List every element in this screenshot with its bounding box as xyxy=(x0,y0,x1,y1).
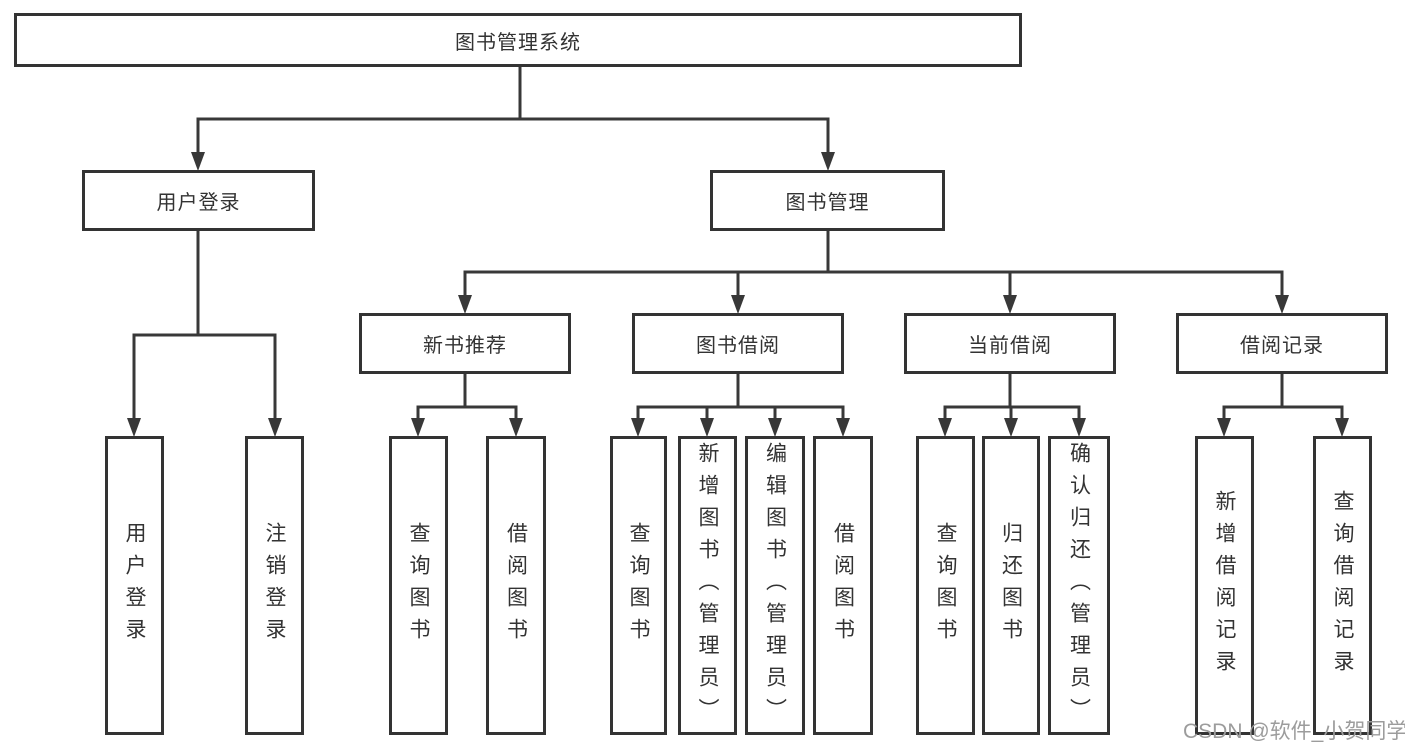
node-label: 图书管理系统 xyxy=(455,31,581,54)
node-root-library-system: 图书管理系统 xyxy=(14,13,1022,67)
connector-user-login-children xyxy=(127,231,282,437)
leaf-query-books-borrow: 查询图书 xyxy=(610,436,667,735)
leaf-query-borrow-record: 查询借阅记录 xyxy=(1313,436,1372,735)
leaf-query-books-recommend: 查询图书 xyxy=(389,436,448,735)
leaf-return-books: 归还图书 xyxy=(982,436,1040,735)
node-label: 查询借阅记录 xyxy=(1331,489,1354,682)
node-label: 新书推荐 xyxy=(423,335,507,357)
connector-root-to-level2 xyxy=(191,67,835,171)
leaf-query-books-current: 查询图书 xyxy=(916,436,975,735)
leaf-add-books-admin: 新增图书（管理员） xyxy=(678,436,737,735)
leaf-add-borrow-record: 新增借阅记录 xyxy=(1195,436,1254,735)
node-borrowing-records: 借阅记录 xyxy=(1176,313,1388,374)
connector-new-books-children xyxy=(411,374,523,437)
node-label: 注销登录 xyxy=(263,521,286,650)
connector-book-mgmt-children xyxy=(458,231,1289,314)
leaf-user-login: 用户登录 xyxy=(105,436,164,735)
connector-borrow-records-children xyxy=(1217,374,1349,437)
node-label: 用户登录 xyxy=(156,192,241,214)
node-label: 查询图书 xyxy=(407,521,430,650)
node-label: 图书管理 xyxy=(785,192,870,214)
leaf-confirm-return-admin: 确认归还（管理员） xyxy=(1048,436,1110,735)
leaf-edit-books-admin: 编辑图书（管理员） xyxy=(745,436,805,735)
node-label: 借阅图书 xyxy=(831,521,855,650)
leaf-borrow-books-recommend: 借阅图书 xyxy=(486,436,546,735)
node-label: 归还图书 xyxy=(999,521,1023,650)
node-label: 新增借阅记录 xyxy=(1213,489,1236,682)
node-book-borrowing: 图书借阅 xyxy=(632,313,844,374)
node-label: 借阅记录 xyxy=(1240,335,1324,357)
node-current-borrowing: 当前借阅 xyxy=(904,313,1116,374)
node-new-book-recommend: 新书推荐 xyxy=(359,313,571,374)
connector-book-borrow-children xyxy=(631,374,850,437)
csdn-watermark: CSDN @软件_小贺同学 xyxy=(1183,720,1405,743)
leaf-borrow-books: 借阅图书 xyxy=(813,436,873,735)
node-label: 编辑图书（管理员） xyxy=(763,441,787,730)
node-label: 用户登录 xyxy=(123,521,146,650)
leaf-logout: 注销登录 xyxy=(245,436,304,735)
node-label: 图书借阅 xyxy=(696,335,780,357)
node-label: 当前借阅 xyxy=(968,335,1052,357)
node-label: 查询图书 xyxy=(627,521,650,650)
node-label: 新增图书（管理员） xyxy=(696,441,719,730)
node-book-management: 图书管理 xyxy=(710,170,945,231)
node-label: 查询图书 xyxy=(934,521,957,650)
node-user-login: 用户登录 xyxy=(82,170,315,231)
connector-current-borrow-children xyxy=(938,374,1086,437)
node-label: 确认归还（管理员） xyxy=(1067,441,1091,730)
node-label: 借阅图书 xyxy=(504,521,528,650)
